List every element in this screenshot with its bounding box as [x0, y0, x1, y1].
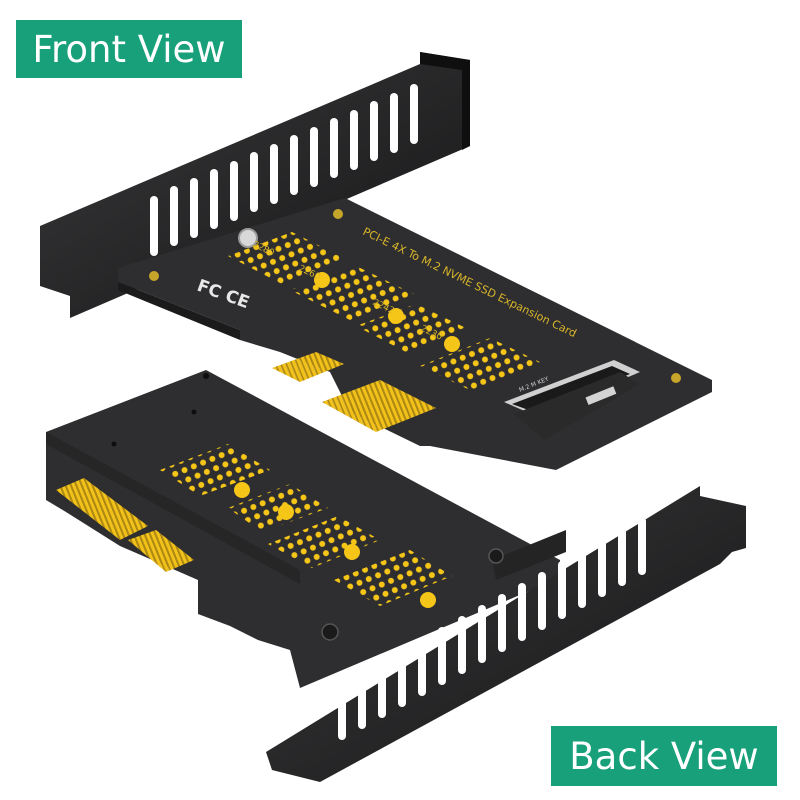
back-edge-fingers-a	[56, 478, 148, 540]
front-edge-fingers-b	[322, 380, 436, 432]
back-board	[46, 370, 560, 688]
front-bracket	[40, 52, 470, 318]
m2-slot	[504, 360, 640, 440]
back-view-label: Back View	[551, 726, 777, 786]
back-pads	[111, 373, 452, 608]
back-bracket	[266, 486, 746, 782]
front-pads	[149, 209, 681, 392]
front-view-label: Front View	[16, 20, 242, 78]
front-edge-fingers-a	[272, 352, 344, 382]
back-card	[46, 370, 746, 782]
back-edge-fingers-b	[128, 530, 194, 572]
front-card: PCI-E 4X To M.2 NVME SSD Expansion Card …	[40, 52, 712, 470]
